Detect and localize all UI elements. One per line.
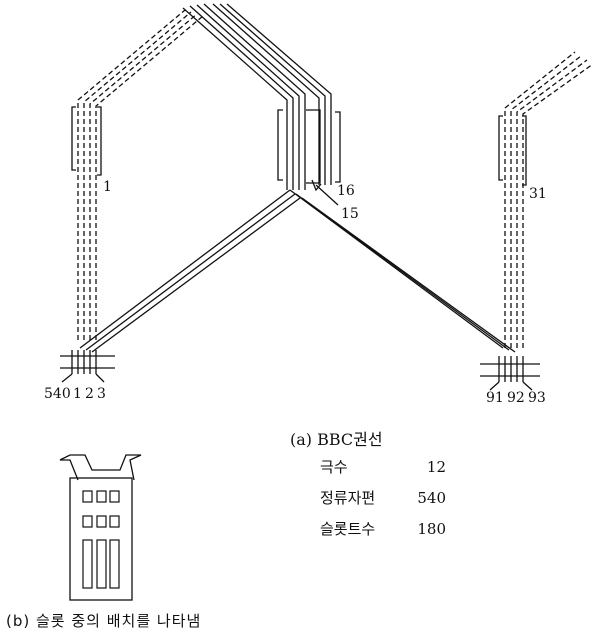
label-seg-2: 2	[85, 386, 94, 402]
right-connector	[289, 189, 516, 353]
left-slot-brackets	[71, 106, 102, 176]
left-connector	[79, 189, 301, 353]
caption-b: (b) 슬롯 중의 배치를 나타냄	[6, 612, 202, 630]
label-seg-93: 93	[528, 390, 546, 406]
spec-label: 슬롯트수	[320, 520, 376, 538]
label-coil-31: 31	[529, 186, 547, 202]
spec-value: 540	[417, 489, 446, 507]
right-coil-dashed	[504, 51, 594, 348]
label-seg-3: 3	[97, 386, 106, 402]
left-commutator	[60, 350, 115, 383]
spec-label: 극수	[320, 458, 348, 476]
slot-conductors	[82, 490, 120, 589]
spec-value: 180	[417, 520, 446, 538]
spec-row-slots: 슬롯트수 180	[320, 518, 446, 539]
inner-coil-arrow	[311, 179, 339, 206]
spec-row-poles: 극수 12	[320, 456, 446, 477]
caption-a-title: (a) BBC권선	[290, 430, 383, 449]
label-seg-1: 1	[73, 386, 82, 402]
right-commutator	[480, 356, 540, 391]
left-coil-dashed	[77, 9, 204, 340]
label-coil-1: 1	[103, 179, 112, 195]
spec-value: 12	[426, 458, 446, 476]
label-seg-91: 91	[486, 390, 504, 406]
slot-cross-section	[59, 454, 142, 601]
label-coil-16: 16	[337, 183, 355, 199]
label-coil-15: 15	[341, 206, 359, 222]
right-slot-brackets	[498, 115, 527, 186]
label-seg-540: 540	[44, 386, 71, 402]
middle-coil-solid	[182, 3, 332, 190]
spec-label: 정류자편	[320, 489, 376, 507]
label-seg-92: 92	[507, 390, 525, 406]
spec-row-commutator: 정류자편 540	[320, 487, 446, 508]
